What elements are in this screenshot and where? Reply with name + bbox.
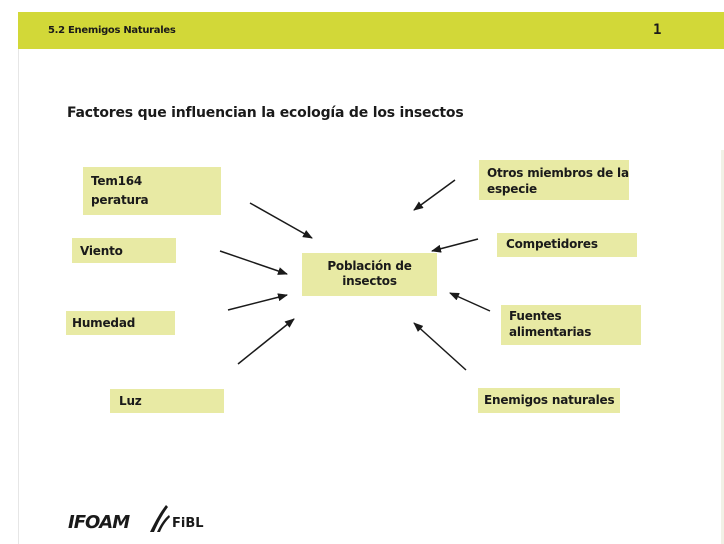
center-node-line1: Población de [327,259,412,273]
arrow-competidores [431,238,479,253]
center-node-line2: insectos [342,274,397,288]
factor-enemigos-label: Enemigos naturales [484,393,615,407]
factor-humedad-label: Humedad [72,316,136,330]
factor-enemigos-naturales: Enemigos naturales [478,388,620,413]
factor-humedad: Humedad [66,311,175,335]
factor-otros-line2: especie [487,182,537,196]
center-node: Población de insectos [302,253,437,296]
factor-luz: Luz [110,389,224,413]
left-divider [18,49,19,544]
right-divider [721,150,724,544]
top-margin [0,0,724,12]
section-label: 5.2 Enemigos Naturales [48,25,176,36]
factor-competidores: Competidores [497,233,637,257]
factor-otros-miembros: Otros miembros de la especie [479,160,629,200]
fibl-mark-icon [150,505,170,532]
page-number: 1 [653,22,662,38]
arrow-enemigos [413,322,467,371]
arrow-luz [237,318,295,365]
fibl-logo: FiBL [172,516,204,531]
factor-otros-line1: Otros miembros de la [487,166,629,180]
ifoam-logo: IFOAM [68,512,130,533]
arrow-fuentes [449,292,491,312]
arrow-otros [413,179,456,211]
factor-viento-label: Viento [80,244,123,258]
arrow-viento [219,250,288,275]
factor-luz-label: Luz [119,394,142,408]
factor-temperatura-line2: peratura [91,193,149,207]
factor-viento: Viento [72,238,176,263]
factor-temperatura: Tem164 peratura [83,167,221,215]
header-band [18,12,724,49]
factor-fuentes-line1: Fuentes [509,309,562,323]
factor-temperatura-line1: Tem164 [91,174,143,188]
factor-fuentes-alimentarias: Fuentes alimentarias [501,305,641,345]
slide-title: Factores que influencian la ecología de … [67,105,464,121]
arrow-humedad [227,293,288,311]
factor-competidores-label: Competidores [506,237,598,251]
arrow-temperatura [249,202,313,239]
factor-fuentes-line2: alimentarias [509,325,592,339]
